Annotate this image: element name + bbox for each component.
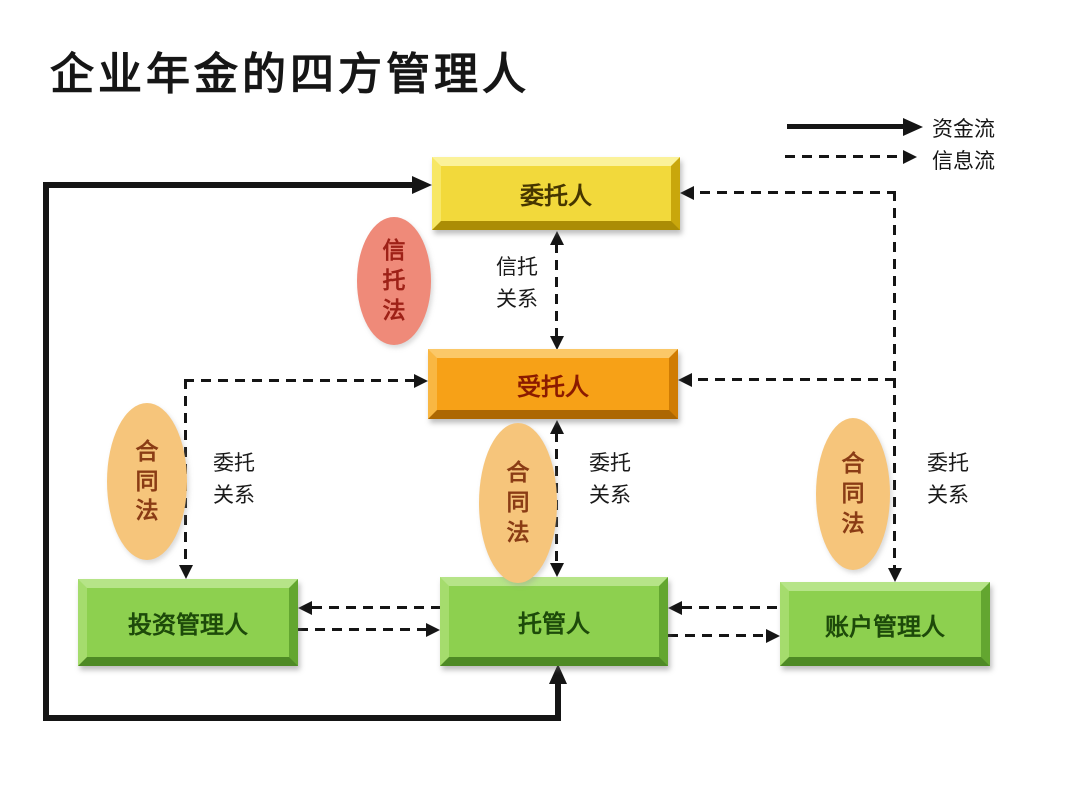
trust-relation-line xyxy=(555,243,558,337)
node-trustee: 受托人 xyxy=(428,349,678,419)
node-investment-manager-label: 投资管理人 xyxy=(128,612,248,639)
trust-relation-down-arrow-icon xyxy=(550,336,564,350)
into-investment-arrow-icon xyxy=(179,565,193,579)
capital-flow-into-custodian-arrow-icon xyxy=(549,664,567,684)
investment-to-custodian-line xyxy=(298,628,426,631)
into-custodian-right-arrow-icon xyxy=(668,601,682,615)
legend-capital-flow-label: 资金流 xyxy=(932,118,995,141)
node-account-manager-label: 账户管理人 xyxy=(825,613,945,641)
node-trustee-label: 受托人 xyxy=(517,373,589,401)
custodian-to-account-line xyxy=(668,634,766,637)
right-trunk-to-principal-line xyxy=(700,191,896,194)
into-principal-right-arrow-icon xyxy=(680,186,694,200)
trustee-custodian-up-arrow-icon xyxy=(550,420,564,434)
into-custodian-left-arrow-icon xyxy=(426,623,440,637)
legend-capital-flow-line xyxy=(787,124,903,129)
contract-law-right-label: 合 同 法 xyxy=(841,450,865,536)
trust-relation-label: 信托 关系 xyxy=(496,256,538,311)
trustee-investment-h-line xyxy=(184,379,414,382)
capital-flow-into-principal-arrow-icon xyxy=(412,176,432,194)
node-principal: 委托人 xyxy=(432,157,680,230)
right-trunk-to-trustee-line xyxy=(698,378,896,381)
legend-info-flow-label: 信息流 xyxy=(932,150,995,173)
trust-law-ellipse: 信 托 法 xyxy=(357,217,431,345)
custodian-to-investment-line xyxy=(312,606,440,609)
node-investment-manager: 投资管理人 xyxy=(78,579,298,666)
entrust-relation-center-label: 委托 关系 xyxy=(589,452,631,507)
legend-capital-flow-arrow-icon xyxy=(903,118,923,136)
entrust-relation-right-label: 委托 关系 xyxy=(927,452,969,507)
into-trustee-left-arrow-icon xyxy=(414,374,428,388)
legend-info-flow-line xyxy=(785,155,903,158)
capital-flow-up-line xyxy=(555,682,561,715)
trust-law-label: 信 托 法 xyxy=(382,237,406,323)
capital-flow-bottom-line xyxy=(43,715,561,721)
entrust-relation-left-label: 委托 关系 xyxy=(213,452,255,507)
capital-flow-top-line xyxy=(43,182,414,188)
contract-law-left-ellipse: 合 同 法 xyxy=(107,403,187,560)
node-principal-label: 委托人 xyxy=(520,183,592,210)
contract-law-center-label: 合 同 法 xyxy=(506,459,530,545)
node-custodian-label: 托管人 xyxy=(518,611,590,638)
right-trunk-v-line xyxy=(893,191,896,570)
trust-relation-up-arrow-icon xyxy=(550,231,564,245)
into-account-manager-arrow-icon xyxy=(888,568,902,582)
node-account-manager: 账户管理人 xyxy=(780,582,990,666)
page-title: 企业年金的四方管理人 xyxy=(50,50,530,99)
node-custodian: 托管人 xyxy=(440,577,668,666)
contract-law-right-ellipse: 合 同 法 xyxy=(816,418,890,570)
legend-info-flow-arrow-icon xyxy=(903,150,917,164)
into-investment-right-arrow-icon xyxy=(298,601,312,615)
trustee-custodian-down-arrow-icon xyxy=(550,563,564,577)
into-trustee-right-arrow-icon xyxy=(678,373,692,387)
account-to-custodian-line xyxy=(682,606,780,609)
contract-law-center-ellipse: 合 同 法 xyxy=(479,423,557,583)
capital-flow-left-line xyxy=(43,182,49,721)
into-account-left-arrow-icon xyxy=(766,629,780,643)
contract-law-left-label: 合 同 法 xyxy=(135,437,159,524)
